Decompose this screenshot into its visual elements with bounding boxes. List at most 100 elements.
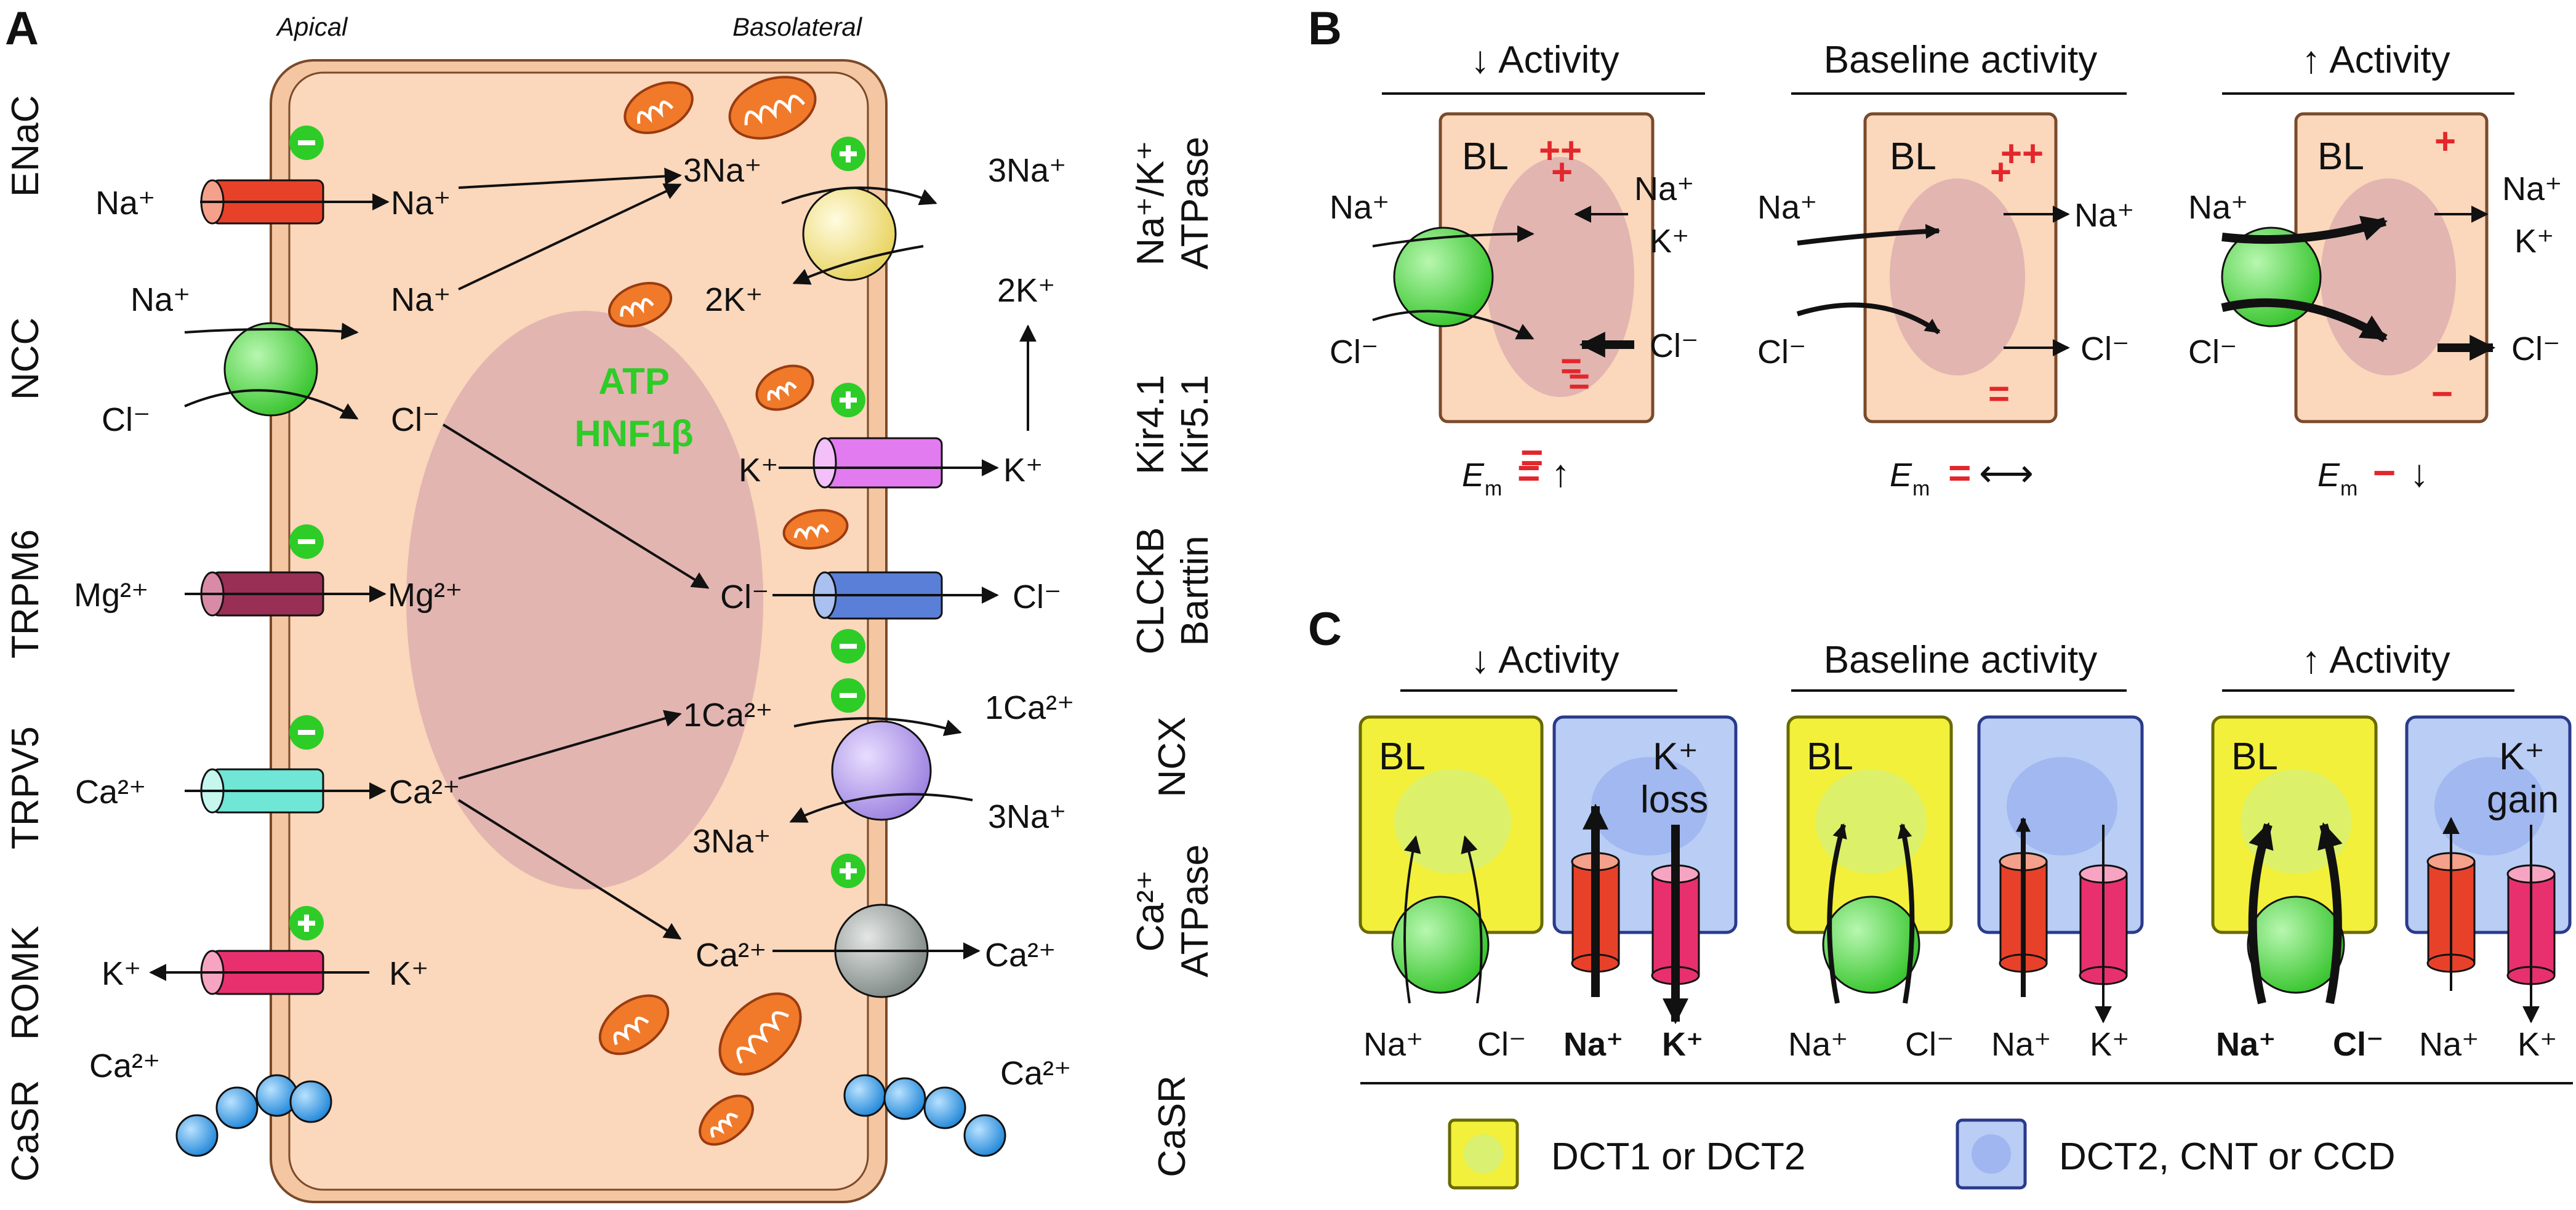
ion-k-romk-in: K⁺ bbox=[389, 955, 429, 992]
b-em-1-charge: = bbox=[1517, 451, 1540, 495]
ion-na-ncc-out: Na⁺ bbox=[130, 281, 191, 318]
b-cell-up: BL + − bbox=[2294, 112, 2489, 423]
c-bl-2: BL bbox=[1807, 735, 1853, 778]
b-charge-1d: = bbox=[1568, 361, 1590, 402]
b-bl-1: BL bbox=[1462, 135, 1509, 178]
panel-label-a: A bbox=[5, 2, 39, 55]
c-header-up: ↑ Activity bbox=[2301, 639, 2450, 681]
ion-3na-ncx-in: 3Na⁺ bbox=[692, 823, 771, 860]
label-casr-left: CaSR bbox=[4, 1080, 47, 1182]
legend-dct: DCT1 or DCT2 bbox=[1448, 1118, 1805, 1190]
label-trpm6: TRPM6 bbox=[4, 529, 47, 659]
b-charge-1a: ++ bbox=[1539, 130, 1582, 171]
c-na-2b: Na⁺ bbox=[1991, 1026, 2052, 1063]
b-na-1: Na⁺ bbox=[1330, 189, 1390, 226]
ion-ca-trpv5-out: Ca²⁺ bbox=[75, 774, 146, 811]
ion-mg-out: Mg²⁺ bbox=[74, 577, 149, 614]
ion-na-enac-out: Na⁺ bbox=[95, 185, 156, 222]
b-k-1-out: K⁺ bbox=[1650, 223, 1690, 260]
b-cl-2-out: Cl⁻ bbox=[2080, 331, 2130, 367]
b-na-1-out: Na⁺ bbox=[1634, 170, 1695, 207]
ion-cl-clc-out: Cl⁻ bbox=[1013, 579, 1062, 615]
ion-cl-clc-in: Cl⁻ bbox=[720, 579, 769, 615]
ion-1ca-in: 1Ca²⁺ bbox=[683, 697, 773, 734]
c-na-3: Na⁺ bbox=[2216, 1026, 2276, 1063]
nak-atpase-pump bbox=[802, 186, 897, 281]
b-cl-2: Cl⁻ bbox=[1757, 334, 1807, 371]
b-charge-2c: = bbox=[1988, 373, 2010, 414]
b-cell-down: BL ++ + = = bbox=[1393, 112, 1655, 423]
label-caatp-2: ATPase bbox=[1174, 844, 1216, 977]
ion-2k-in: 2K⁺ bbox=[705, 281, 763, 318]
b-na-3-out: Na⁺ bbox=[2502, 170, 2562, 207]
kir-channel bbox=[813, 437, 943, 489]
ion-1ca-out: 1Ca²⁺ bbox=[985, 689, 1075, 726]
b-k-3-out: K⁺ bbox=[2514, 223, 2554, 260]
c-na-1b: Na⁺ bbox=[1563, 1026, 1624, 1063]
b-cl-3: Cl⁻ bbox=[2188, 334, 2237, 371]
c-kgain-2: gain bbox=[2487, 779, 2559, 821]
hnf1b-label: HNF1β bbox=[574, 413, 693, 454]
ion-ca-pump-in: Ca²⁺ bbox=[696, 937, 767, 974]
b-cl-3-out: Cl⁻ bbox=[2511, 331, 2561, 367]
label-casr-right: CaSR bbox=[1151, 1075, 1194, 1177]
b-charge-2a: ++ bbox=[2000, 133, 2044, 174]
ncx-exchanger bbox=[831, 720, 932, 821]
panel-label-b: B bbox=[1308, 2, 1342, 55]
ion-2k-out: 2K⁺ bbox=[997, 272, 1056, 309]
b-header-baseline: Baseline activity bbox=[1824, 39, 2098, 81]
b-cl-1-out: Cl⁻ bbox=[1650, 327, 1699, 364]
b-charge-2b: + bbox=[1990, 151, 2012, 193]
c-cl-2: Cl⁻ bbox=[1905, 1026, 1954, 1063]
b-em-3-charge: − bbox=[2373, 451, 2396, 495]
b-bl-3: BL bbox=[2317, 135, 2364, 178]
b-na-3: Na⁺ bbox=[2188, 189, 2249, 226]
c-cl-1: Cl⁻ bbox=[1477, 1026, 1527, 1063]
c-k-2b: K⁺ bbox=[2090, 1026, 2130, 1063]
label-kir-1: Kir4.1 bbox=[1130, 375, 1172, 475]
panel-label-c: C bbox=[1308, 603, 1342, 655]
b-em-1: E bbox=[1462, 457, 1485, 494]
c-bl-3: BL bbox=[2231, 735, 2278, 778]
b-charge-1b: + bbox=[1551, 151, 1573, 193]
ion-k-romk-out: K⁺ bbox=[102, 955, 142, 992]
b-em-2: E bbox=[1890, 457, 1912, 494]
c-k-3b: K⁺ bbox=[2518, 1026, 2558, 1063]
label-clc-2: Barttin bbox=[1174, 535, 1216, 646]
c-header-baseline: Baseline activity bbox=[1824, 639, 2098, 681]
c-na-2: Na⁺ bbox=[1788, 1026, 1848, 1063]
label-romk: ROMK bbox=[4, 926, 47, 1040]
b-em-1-sub: m bbox=[1485, 477, 1502, 500]
c-header-down: ↓ Activity bbox=[1471, 639, 1619, 681]
ion-na-enac-in: Na⁺ bbox=[391, 185, 451, 222]
c-na-3b: Na⁺ bbox=[2419, 1026, 2479, 1063]
ion-na-ncc-in: Na⁺ bbox=[391, 281, 451, 318]
label-nak-1: Na⁺/K⁺ bbox=[1130, 140, 1172, 265]
b-em-2-trend: ⟷ bbox=[1979, 452, 2034, 495]
b-bl-2: BL bbox=[1890, 135, 1936, 178]
apical-label: Apical bbox=[275, 12, 348, 41]
b-charge-3a: + bbox=[2434, 121, 2456, 162]
ion-ca-pump-out: Ca²⁺ bbox=[985, 937, 1056, 974]
b-na-2-out: Na⁺ bbox=[2074, 197, 2135, 234]
b-header-down: ↓ Activity bbox=[1471, 39, 1619, 81]
c-bl-1: BL bbox=[1379, 735, 1426, 778]
ion-mg-in: Mg²⁺ bbox=[388, 577, 463, 614]
label-clc-1: CLCKB bbox=[1130, 527, 1172, 655]
ion-ca-casr-right: Ca²⁺ bbox=[1000, 1055, 1072, 1092]
ion-3na-ncx-out: 3Na⁺ bbox=[988, 798, 1067, 835]
legend-cnt-label: DCT2, CNT or CCD bbox=[2059, 1136, 2396, 1178]
ion-k-kir-out: K⁺ bbox=[1003, 452, 1043, 489]
b-charge-1c: = bbox=[1560, 345, 1582, 387]
c-cl-3: Cl⁻ bbox=[2333, 1026, 2384, 1063]
ion-3na-out: 3Na⁺ bbox=[988, 152, 1067, 189]
b-em-1-charge2: = bbox=[1520, 435, 1543, 479]
nucleus bbox=[406, 311, 763, 889]
b-header-up: ↑ Activity bbox=[2301, 39, 2450, 81]
label-caatp-1: Ca²⁺ bbox=[1130, 870, 1172, 952]
c-na-1: Na⁺ bbox=[1363, 1026, 1424, 1063]
ion-ca-casr-left: Ca²⁺ bbox=[89, 1048, 161, 1084]
c-kloss-1: K⁺ bbox=[1653, 735, 1698, 778]
casr-receptor-left bbox=[175, 1074, 332, 1157]
